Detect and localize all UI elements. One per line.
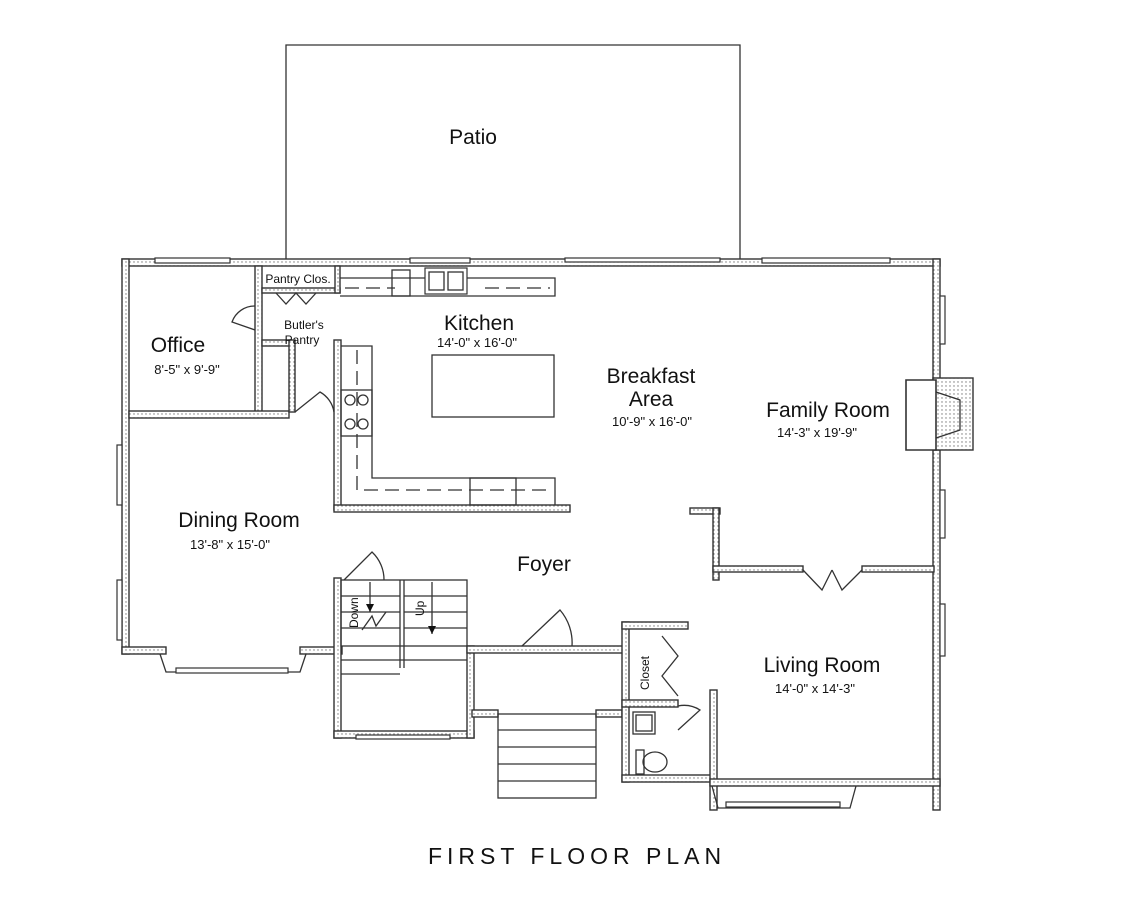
dining-room-label: Dining Room — [178, 509, 299, 532]
patio — [285, 44, 741, 260]
office-dims: 8'-5" x 9'-9" — [154, 362, 220, 377]
stair-up-label: Up — [413, 600, 427, 616]
patio-label: Patio — [449, 126, 497, 149]
powder-room — [632, 711, 668, 775]
foyer-label: Foyer — [517, 553, 571, 576]
breakfast-dims: 10'-9" x 16'-0" — [612, 414, 692, 429]
living-room-label: Living Room — [764, 654, 881, 677]
fireplace — [905, 377, 974, 451]
room-labels: Patio Pantry Clos. Butler's Pantry Kitch… — [151, 126, 890, 869]
kitchen-counters — [340, 267, 556, 506]
family-room-dims: 14'-3" x 19'-9" — [777, 425, 857, 440]
kitchen-dims: 14'-0" x 16'-0" — [437, 335, 517, 350]
family-room-label: Family Room — [766, 399, 890, 422]
kitchen-label: Kitchen — [444, 312, 514, 335]
breakfast-label-2: Area — [629, 388, 674, 411]
exterior-walls — [121, 258, 941, 811]
interior-walls — [128, 265, 935, 581]
stairs — [340, 579, 597, 799]
plan-title: FIRST FLOOR PLAN — [428, 843, 726, 869]
living-room-dims: 14'-0" x 14'-3" — [775, 681, 855, 696]
closet-label: Closet — [638, 655, 652, 690]
dining-room-dims: 13'-8" x 15'-0" — [190, 537, 270, 552]
breakfast-label-1: Breakfast — [607, 365, 696, 388]
doors — [231, 292, 863, 731]
office-label: Office — [151, 334, 205, 357]
stair-down-label: Down — [347, 597, 361, 628]
pantry-closet-label: Pantry Clos. — [265, 272, 330, 286]
top-windows — [116, 257, 946, 657]
butlers-pantry-label-2: Pantry — [285, 333, 320, 347]
butlers-pantry-label-1: Butler's — [284, 318, 324, 332]
